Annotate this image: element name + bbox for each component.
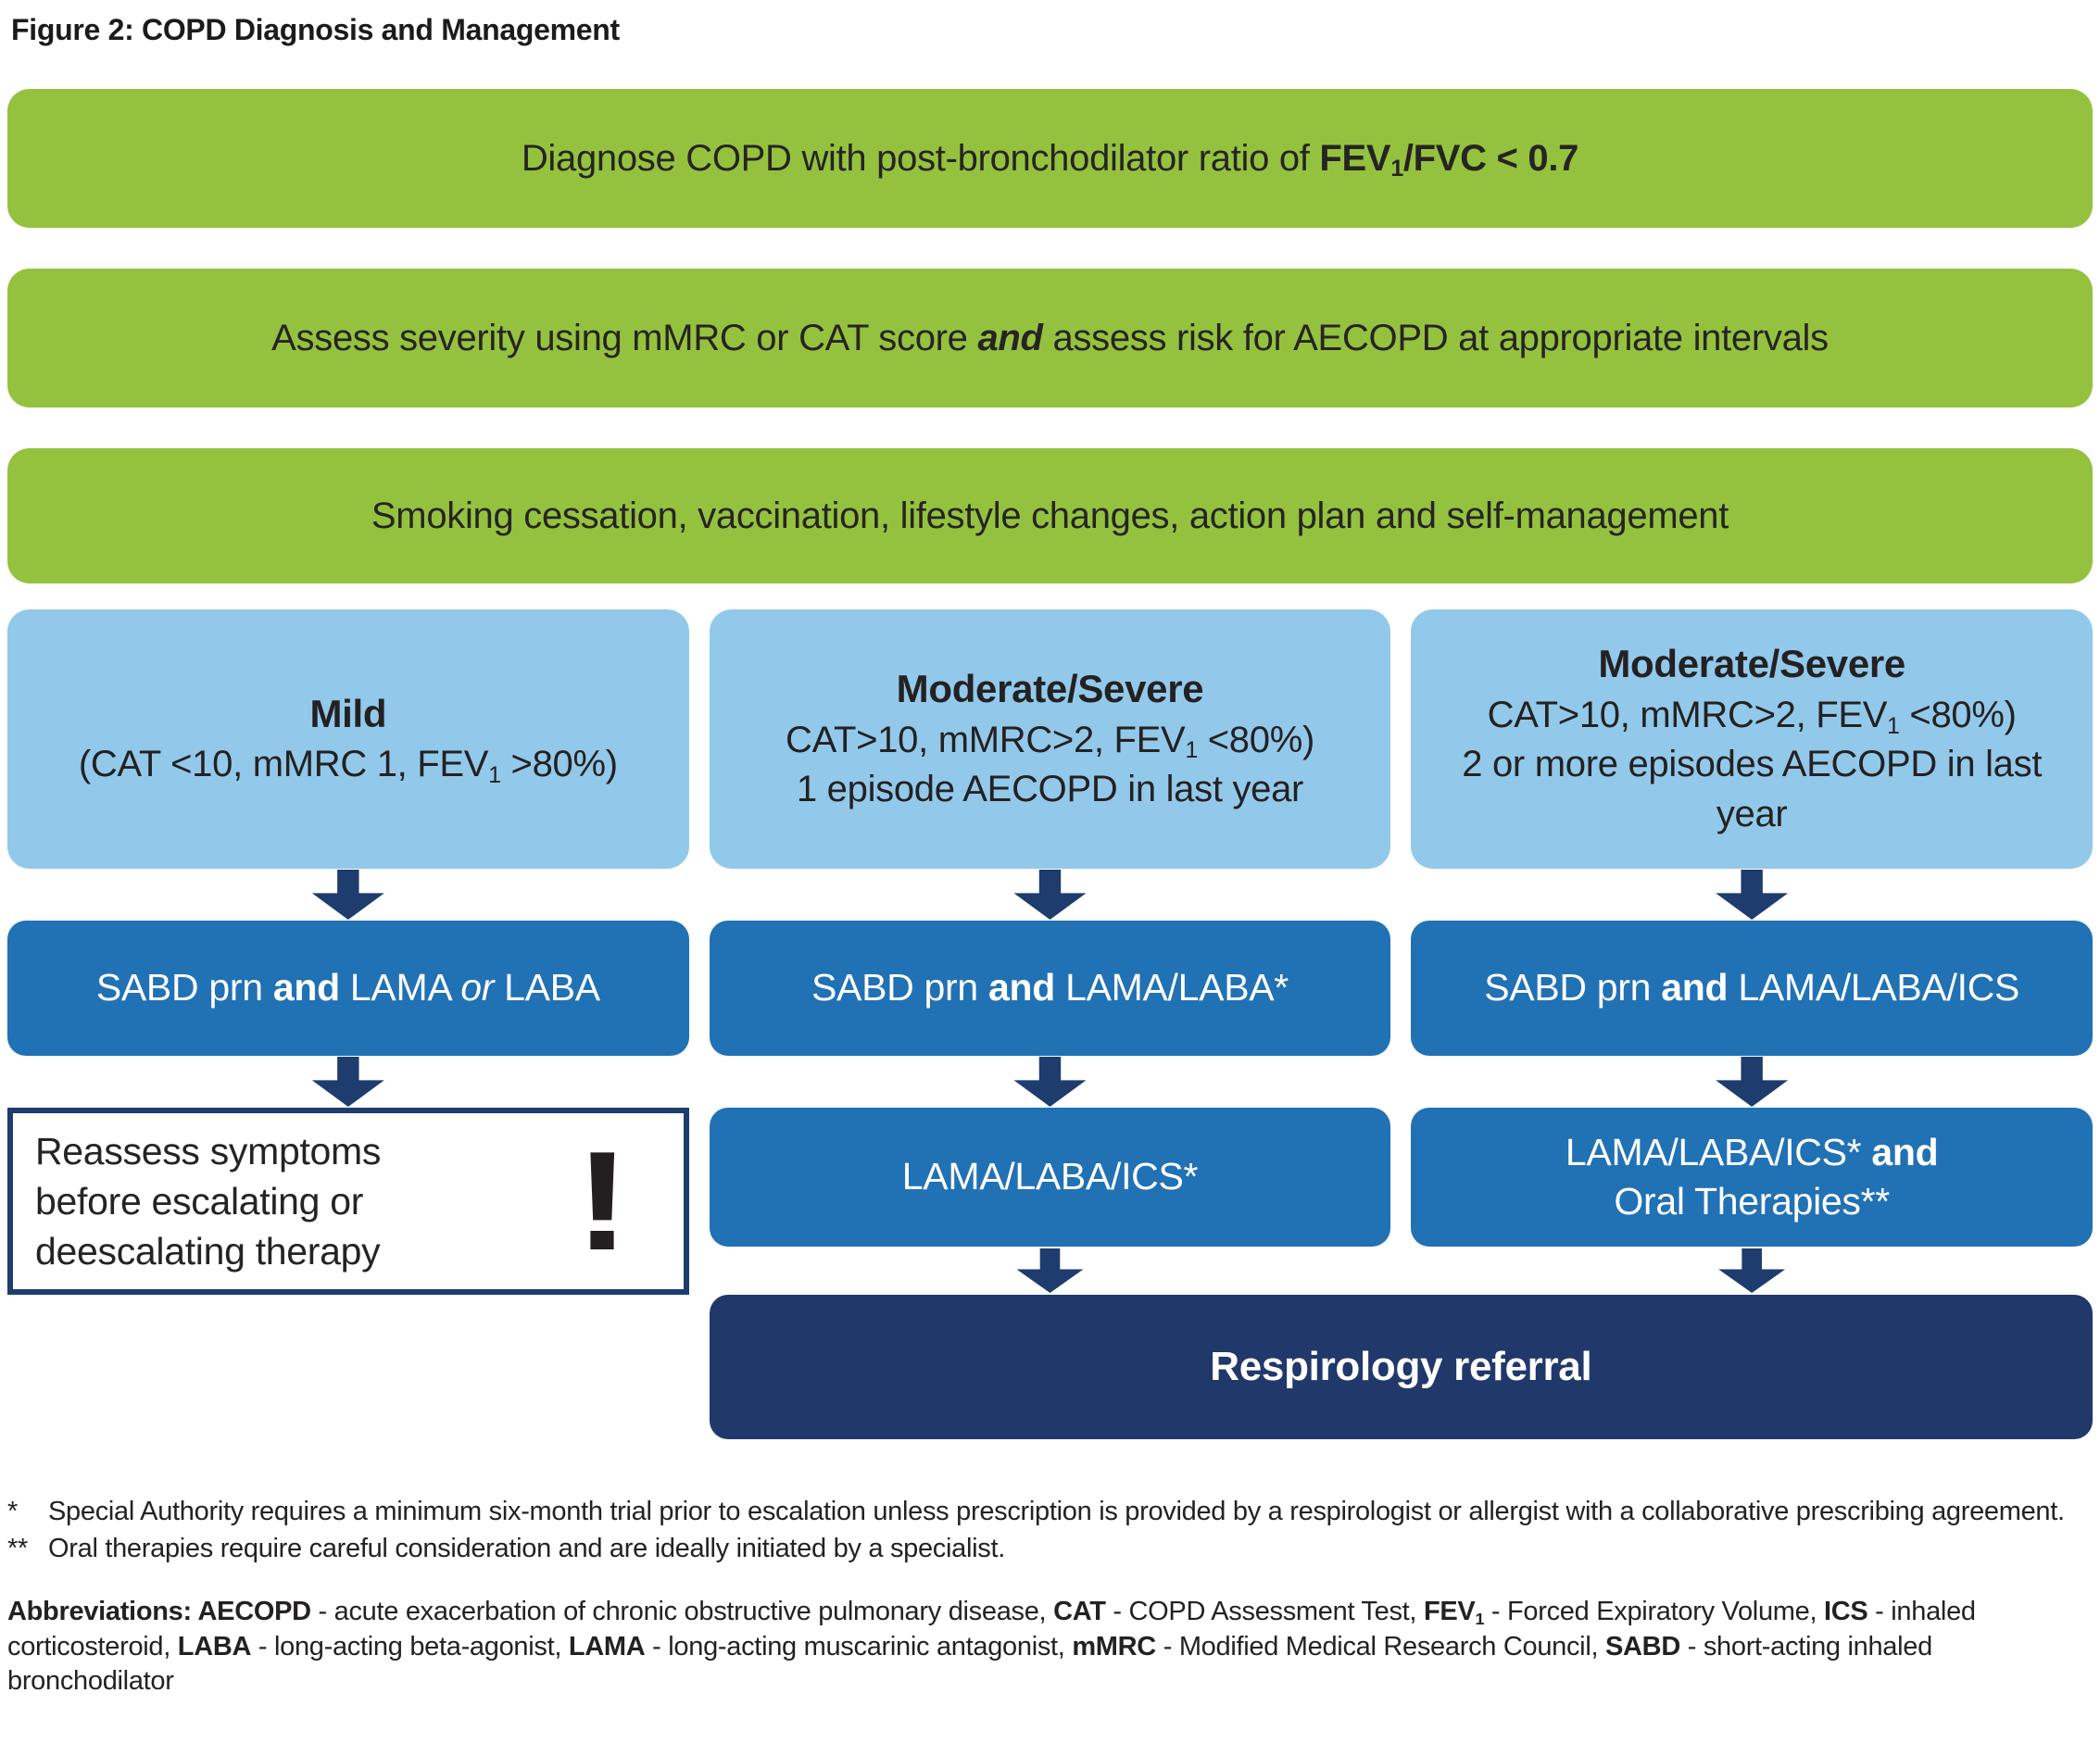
arrow-cell xyxy=(710,869,1391,921)
severity-box-moderate-2: Moderate/Severe CAT>10, mMRC>2, FEV1 <80… xyxy=(1411,609,2093,869)
treatment-moderate-1-text: SABD prn and LAMA/LABA* xyxy=(811,966,1289,1009)
severity-moderate-2-criteria: CAT>10, mMRC>2, FEV1 <80%) xyxy=(1487,694,2017,739)
footnote-marker: * xyxy=(7,1497,18,1526)
severity-moderate-2-episodes: 2 or more episodes AECOPD in last year xyxy=(1462,744,2043,834)
banner-diagnose: Diagnose COPD with post-bronchodilator r… xyxy=(7,89,2093,228)
banner-assess: Assess severity using mMRC or CAT score … xyxy=(7,269,2093,408)
copd-flowchart: Figure 2: COPD Diagnosis and Management … xyxy=(0,11,2100,1699)
arrow-cell xyxy=(1411,1056,2093,1108)
footnote-special-authority: * Special Authority requires a minimum s… xyxy=(7,1493,2093,1530)
footnote-marker: ** xyxy=(7,1534,28,1564)
banner-lifestyle-text: Smoking cessation, vaccination, lifestyl… xyxy=(371,495,1729,536)
severity-box-moderate-1: Moderate/Severe CAT>10, mMRC>2, FEV1 <80… xyxy=(709,609,1391,869)
down-arrow-icon xyxy=(1716,1057,1789,1107)
severity-box-mild: Mild (CAT <10, mMRC 1, FEV1 >80%) xyxy=(7,609,689,869)
banner-diagnose-text: Diagnose COPD with post-bronchodilator r… xyxy=(521,137,1579,182)
treatment-mild-text: SABD prn and LAMA or LABA xyxy=(95,966,600,1009)
down-arrow-icon xyxy=(1718,1248,1786,1293)
respirology-referral-box: Respirology referral xyxy=(709,1295,2093,1439)
abbreviations-text: Abbreviations: AECOPD - acute exacerbati… xyxy=(7,1597,1976,1697)
down-arrow-icon xyxy=(311,1057,384,1107)
escalation-oral-line1: LAMA/LABA/ICS* and xyxy=(1565,1130,1939,1173)
escalation-box-oral-therapies: LAMA/LABA/ICS* and Oral Therapies** xyxy=(1411,1108,2093,1247)
severity-mild-criteria: (CAT <10, mMRC 1, FEV1 >80%) xyxy=(78,744,618,789)
escalation-oral-line2: Oral Therapies** xyxy=(1614,1180,1890,1223)
arrow-cell xyxy=(710,1247,1391,1295)
down-arrow-icon xyxy=(1013,1057,1087,1107)
escalation-triple-text: LAMA/LABA/ICS* xyxy=(901,1155,1199,1198)
arrow-cell xyxy=(710,1056,1391,1108)
exclamation-icon: ! xyxy=(574,1122,631,1280)
severity-mild-heading: Mild xyxy=(309,692,387,736)
reassess-text: Reassess symptoms before escalating or d… xyxy=(35,1129,382,1273)
severity-moderate-1-heading: Moderate/Severe xyxy=(896,667,1204,711)
figure-title: Figure 2: COPD Diagnosis and Management xyxy=(11,13,620,46)
treatment-box-mild: SABD prn and LAMA or LABA xyxy=(7,921,689,1056)
treatment-moderate-2-text: SABD prn and LAMA/LABA/ICS xyxy=(1484,966,2020,1009)
severity-moderate-1-criteria: CAT>10, mMRC>2, FEV1 <80%) xyxy=(785,719,1314,764)
escalation-box-triple-therapy: LAMA/LABA/ICS* xyxy=(709,1108,1391,1247)
reassess-warning-box: Reassess symptoms before escalating or d… xyxy=(7,1108,689,1295)
arrow-cell xyxy=(7,1056,689,1108)
flowchart-grid: Mild (CAT <10, mMRC 1, FEV1 >80%) Modera… xyxy=(7,609,2093,1439)
banner-lifestyle: Smoking cessation, vaccination, lifestyl… xyxy=(7,448,2093,583)
arrow-cell xyxy=(7,869,689,921)
severity-moderate-2-heading: Moderate/Severe xyxy=(1598,642,1905,686)
footnote-oral-therapies: ** Oral therapies require careful consid… xyxy=(7,1530,2093,1567)
banner-assess-text: Assess severity using mMRC or CAT score … xyxy=(271,317,1829,358)
down-arrow-icon xyxy=(1013,870,1087,920)
down-arrow-icon xyxy=(311,870,384,920)
down-arrow-icon xyxy=(1716,870,1789,920)
footnote-text: Oral therapies require careful considera… xyxy=(48,1534,1005,1564)
footnote-text: Special Authority requires a minimum six… xyxy=(48,1497,2065,1526)
treatment-box-moderate-2: SABD prn and LAMA/LABA/ICS xyxy=(1411,921,2093,1056)
footnotes: * Special Authority requires a minimum s… xyxy=(7,1493,2093,1567)
arrow-cell xyxy=(1411,1247,2093,1295)
treatment-box-moderate-1: SABD prn and LAMA/LABA* xyxy=(709,921,1391,1056)
arrow-cell xyxy=(1411,869,2093,921)
respirology-referral-text: Respirology referral xyxy=(1210,1344,1592,1389)
severity-moderate-1-episodes: 1 episode AECOPD in last year xyxy=(796,769,1304,810)
down-arrow-icon xyxy=(1016,1248,1084,1293)
